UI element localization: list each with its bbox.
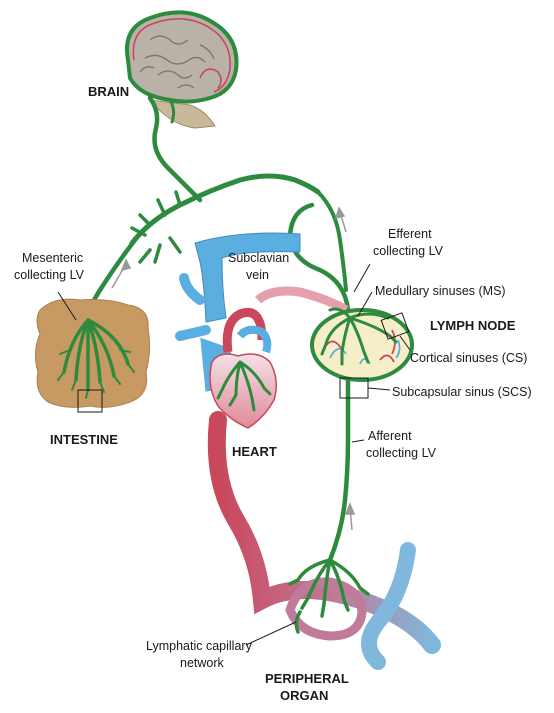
subclavian-label-line1: Subclavian [228,251,289,265]
cortical-label: Cortical sinuses (CS) [410,351,527,365]
heart-label: HEART [232,444,277,459]
capillary-label-line2: network [180,656,225,670]
mesenteric-label-line1: Mesenteric [22,251,83,265]
subclavian-label-line2: vein [246,268,269,282]
intestine [35,299,149,412]
pulmonary-artery [258,291,346,310]
mesenteric-label-line2: collecting LV [14,268,85,282]
afferent-label-line1: Afferent [368,429,412,443]
blue-arch [240,330,267,352]
efferent-label-line1: Efferent [388,227,432,241]
intestine-tissue [35,299,149,407]
brain-stem-tissue [150,100,215,128]
peripheral-label-line1: PERIPHERAL [265,671,349,686]
brain-label: BRAIN [88,84,129,99]
brain [127,12,237,128]
intestine-label: INTESTINE [50,432,118,447]
medullary-label: Medullary sinuses (MS) [375,284,506,298]
afferent-label-line2: collecting LV [366,446,437,460]
efferent-label-line2: collecting LV [373,244,444,258]
afferent-lymph-vessel [330,380,348,560]
subcapsular-label: Subcapsular sinus (SCS) [392,385,532,399]
peripheral-label-line2: ORGAN [280,688,328,703]
lymph-node-label: LYMPH NODE [430,318,516,333]
capillary-label-line1: Lymphatic capillary [146,639,253,653]
